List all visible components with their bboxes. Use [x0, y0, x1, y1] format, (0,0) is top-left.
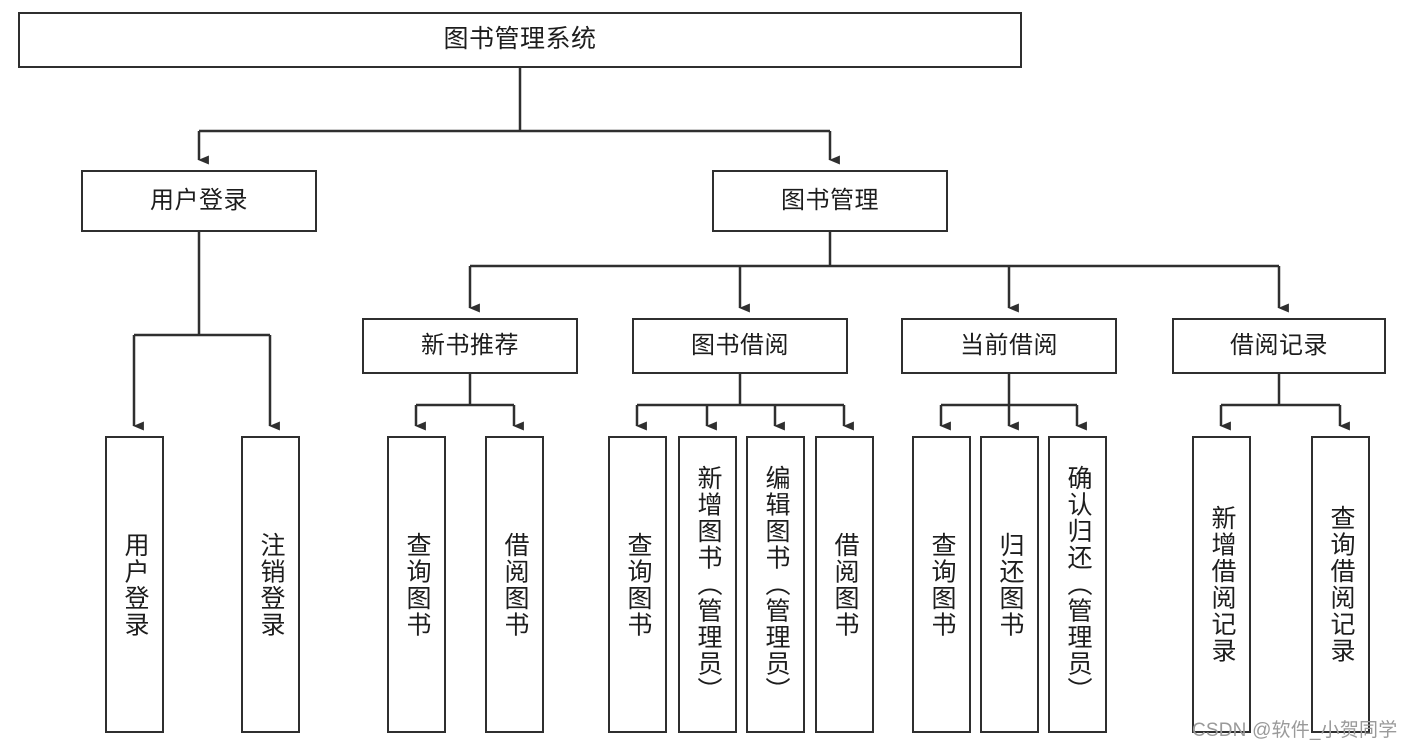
node-label: 图书借阅: [691, 331, 789, 359]
node-root-system[interactable]: 图书管理系统: [18, 12, 1022, 68]
node-book-management[interactable]: 图书管理: [712, 170, 948, 232]
csdn-watermark: CSDN @软件_小贺同学: [1192, 720, 1398, 741]
node-label: 注销登录: [257, 531, 285, 638]
node-book-borrow[interactable]: 图书借阅: [632, 318, 848, 374]
node-label: 确认归还（管理员）: [1064, 465, 1092, 704]
node-current-borrow[interactable]: 当前借阅: [901, 318, 1117, 374]
node-label: 归还图书: [996, 531, 1024, 638]
leaf-record-query-record[interactable]: 查询借阅记录: [1311, 436, 1370, 733]
leaf-user-login-logout[interactable]: 注销登录: [241, 436, 300, 733]
node-label: 当前借阅: [960, 331, 1058, 359]
leaf-borrow-borrow-book[interactable]: 借阅图书: [815, 436, 874, 733]
leaf-user-login-login[interactable]: 用户登录: [105, 436, 164, 733]
leaf-record-add-record[interactable]: 新增借阅记录: [1192, 436, 1251, 733]
node-label: 新书推荐: [421, 331, 519, 359]
node-label: 借阅图书: [501, 531, 529, 638]
leaf-recommend-borrow-book[interactable]: 借阅图书: [485, 436, 544, 733]
leaf-borrow-query-book[interactable]: 查询图书: [608, 436, 667, 733]
node-label: 图书管理系统: [443, 25, 597, 54]
node-label: 查询图书: [624, 531, 652, 638]
leaf-current-query-book[interactable]: 查询图书: [912, 436, 971, 733]
leaf-borrow-edit-book[interactable]: 编辑图书（管理员）: [746, 436, 805, 733]
node-label: 借阅图书: [831, 531, 859, 638]
leaf-current-return-book[interactable]: 归还图书: [980, 436, 1039, 733]
node-label: 查询图书: [403, 531, 431, 638]
leaf-current-confirm-return[interactable]: 确认归还（管理员）: [1048, 436, 1107, 733]
node-label: 查询图书: [928, 531, 956, 638]
node-label: 借阅记录: [1230, 331, 1328, 359]
node-label: 图书管理: [781, 186, 879, 214]
leaf-borrow-add-book[interactable]: 新增图书（管理员）: [678, 436, 737, 733]
node-label: 编辑图书（管理员）: [762, 465, 790, 704]
node-new-book-recommend[interactable]: 新书推荐: [362, 318, 578, 374]
leaf-recommend-query-book[interactable]: 查询图书: [387, 436, 446, 733]
node-label: 新增图书（管理员）: [694, 465, 722, 704]
node-label: 新增借阅记录: [1208, 505, 1236, 664]
node-label: 查询借阅记录: [1327, 505, 1355, 664]
node-borrow-record[interactable]: 借阅记录: [1172, 318, 1386, 374]
node-user-login[interactable]: 用户登录: [81, 170, 317, 232]
node-label: 用户登录: [121, 531, 149, 638]
node-label: 用户登录: [150, 186, 248, 214]
